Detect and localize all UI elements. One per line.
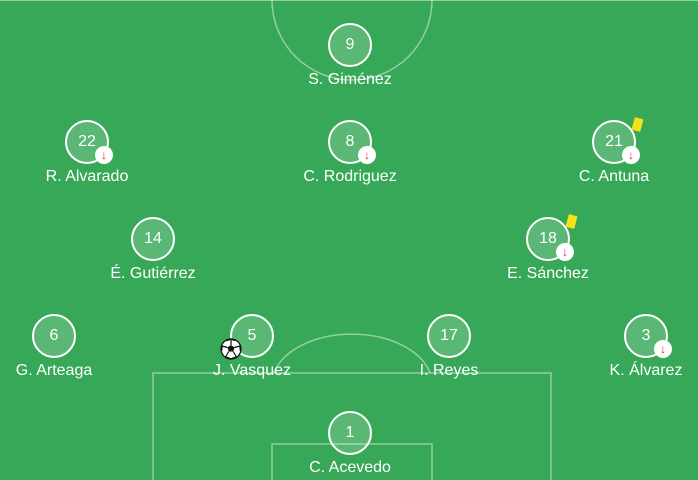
player-name: J. Vasquez <box>213 362 291 379</box>
player-number: 9 <box>345 36 355 53</box>
player-number-badge: 3 ↓ <box>624 314 672 358</box>
penalty-arc <box>273 333 431 374</box>
arrow-down-icon: ↓ <box>358 146 376 164</box>
arrow-down-icon: ↓ <box>556 243 574 261</box>
player-number-badge: 22 ↓ <box>65 120 113 164</box>
player-name: K. Álvarez <box>609 362 683 379</box>
player-name: R. Alvarado <box>45 168 129 185</box>
yellow-card-icon <box>565 214 578 229</box>
player-card[interactable]: 6 G. Arteaga <box>0 314 134 380</box>
player-name: E. Sánchez <box>507 265 589 282</box>
arrow-down-icon: ↓ <box>654 340 672 358</box>
player-number: 22 <box>78 133 96 150</box>
player-card[interactable]: 3 ↓ K. Álvarez <box>566 314 698 380</box>
player-card[interactable]: 17 I. Reyes <box>369 314 529 380</box>
player-name: G. Arteaga <box>15 362 93 379</box>
player-number: 18 <box>539 230 557 247</box>
player-number-badge: 8 ↓ <box>328 120 376 164</box>
soccer-ball-icon <box>220 338 242 360</box>
player-name: C. Antuna <box>578 168 650 185</box>
player-number-badge: 14 <box>131 217 175 261</box>
player-card[interactable]: 18 ↓ E. Sánchez <box>468 214 628 283</box>
player-name: C. Acevedo <box>309 459 391 476</box>
player-number: 17 <box>440 327 458 344</box>
player-name: I. Reyes <box>419 362 479 379</box>
player-number-badge: 18 ↓ <box>526 214 578 261</box>
player-number-badge: 5 <box>220 314 274 360</box>
yellow-card-icon <box>631 117 644 132</box>
player-number-badge: 21 ↓ <box>592 117 644 164</box>
player-card[interactable]: 21 ↓ C. Antuna <box>534 117 694 186</box>
player-number: 5 <box>247 327 257 344</box>
player-card[interactable]: 22 ↓ R. Alvarado <box>7 120 167 186</box>
player-card[interactable]: 8 ↓ C. Rodriguez <box>270 120 430 186</box>
player-number-badge: 6 <box>32 314 76 358</box>
player-number: 14 <box>144 230 162 247</box>
player-card[interactable]: 14 É. Gutiérrez <box>73 217 233 283</box>
player-number: 1 <box>345 424 355 441</box>
player-name: É. Gutiérrez <box>110 265 196 282</box>
player-number: 8 <box>345 133 355 150</box>
player-number: 3 <box>641 327 651 344</box>
center-circle <box>271 0 433 81</box>
player-card[interactable]: 5 J. Vasquez <box>172 314 332 380</box>
player-card[interactable]: 9 S. Giménez <box>270 23 430 89</box>
player-card[interactable]: 1 C. Acevedo <box>270 411 430 477</box>
penalty-area <box>152 372 552 480</box>
player-number: 6 <box>49 327 59 344</box>
player-number-badge: 9 <box>328 23 372 67</box>
arrow-down-icon: ↓ <box>622 146 640 164</box>
player-name: C. Rodriguez <box>303 168 397 185</box>
player-name: S. Giménez <box>308 71 392 88</box>
player-number-badge: 17 <box>427 314 471 358</box>
arrow-down-icon: ↓ <box>95 146 113 164</box>
player-number: 21 <box>605 133 623 150</box>
player-number-badge: 1 <box>328 411 372 455</box>
